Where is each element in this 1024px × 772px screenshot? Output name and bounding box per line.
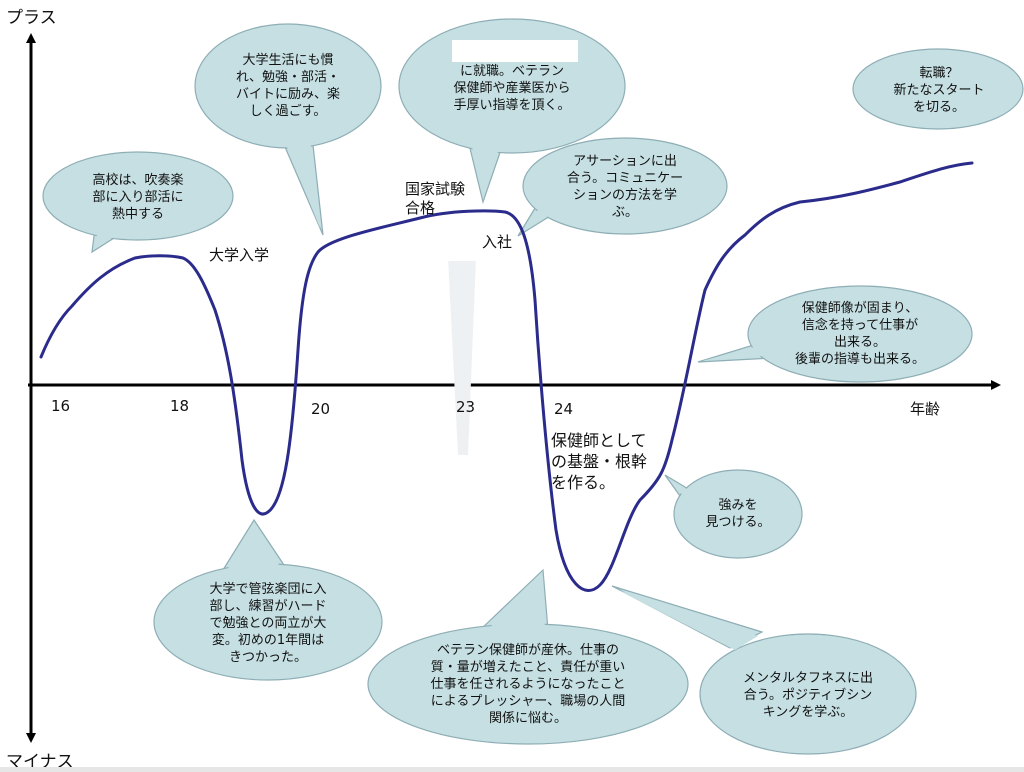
bubble-job-change: 転職？ 新たなスタート を切る。 xyxy=(893,65,985,115)
bubble-university-life: 大学生活にも慣 れ、勉強・部活・ バイトに励み、楽 しく過ごす。 xyxy=(235,53,341,119)
bubble-high-school: 高校は、吹奏楽 部に入り部活に 熱中する xyxy=(92,172,184,222)
event-university-entry: 大学入学 xyxy=(209,246,270,264)
event-foundation: 保健師として の基盤・根幹 を作る。 xyxy=(551,431,648,492)
bubble-shape-high-school xyxy=(42,151,234,254)
tick-24: 24 xyxy=(554,400,574,418)
bubble-strength: 強みを 見つける。 xyxy=(705,498,771,530)
bubble-shape-assertion xyxy=(517,137,728,237)
bubble-shape-mental xyxy=(611,585,917,755)
bubble-shape-confidence xyxy=(697,285,973,383)
bubble-shape-university-life xyxy=(194,23,382,236)
faint-shading xyxy=(448,258,476,455)
bottom-strip xyxy=(0,767,1024,772)
bubble-veteran-leave: ベテラン保健師が産休。仕事の 質・量が増えたこと、責任が重い 仕事を任されるよう… xyxy=(430,642,626,726)
white-mask-center xyxy=(432,227,476,261)
white-mask-top xyxy=(452,40,578,62)
event-exam-pass: 国家試験 合格 xyxy=(405,180,466,217)
bubble-shape-strength xyxy=(664,469,803,559)
tick-16: 16 xyxy=(51,397,71,415)
bubble-shape-job-change xyxy=(852,48,1024,130)
tick-23: 23 xyxy=(456,398,476,416)
life-curve xyxy=(39,161,974,592)
bubble-employment: に就職。ベテラン 保健師や産業医から 手厚い指導を頂く。 xyxy=(453,63,571,113)
bubble-confidence: 保健師像が固まり、 信念を持って仕事が 出来る。 後輩の指導も出来る。 xyxy=(794,301,925,367)
tick-18: 18 xyxy=(170,397,190,415)
bubble-shape-orchestra xyxy=(153,518,383,681)
event-joining: 入社 xyxy=(482,233,513,251)
plus-label: プラス xyxy=(6,8,57,28)
tick-20: 20 xyxy=(311,400,331,418)
bubble-orchestra: 大学で管弦楽団に入 部し、練習がハード で勉強との両立が大 変。初めの1年間は … xyxy=(209,581,327,665)
bubble-mental: メンタルタフネスに出 合う。ポジティブシン キングを学ぶ。 xyxy=(742,670,873,720)
bubble-shape-veteran-leave xyxy=(367,568,689,745)
x-axis-label: 年齢 xyxy=(910,400,941,418)
bubble-assertion: アサーションに出 合う。コミュニケー ションの方法を学 ぶ。 xyxy=(566,154,684,220)
